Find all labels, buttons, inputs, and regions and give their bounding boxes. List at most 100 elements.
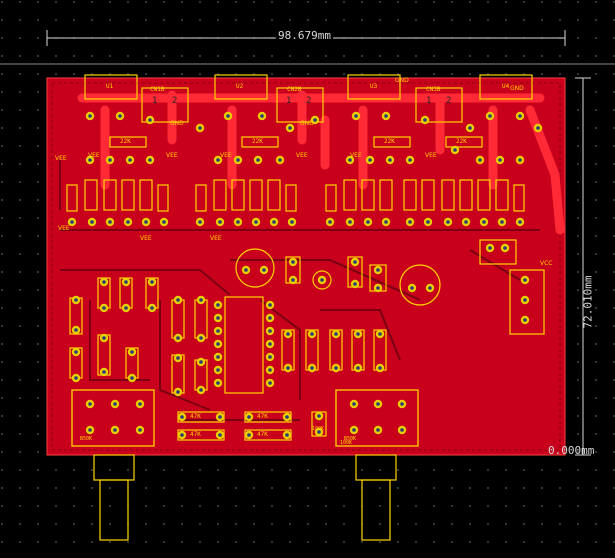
net-label: VCC (540, 260, 552, 267)
res-22k-1: 22K (120, 138, 131, 145)
pad-hole (236, 220, 240, 224)
pad-hole (199, 360, 203, 364)
pad-hole (199, 388, 203, 392)
pad-hole (74, 298, 78, 302)
pad-hole (216, 158, 220, 162)
net-label: VEE (210, 235, 222, 242)
potentiometer-left[interactable] (71, 389, 155, 541)
pad-hole (523, 318, 527, 322)
pad-hole (102, 306, 106, 310)
pad-hole (180, 415, 184, 419)
pad-hole (176, 356, 180, 360)
cn3-pin1: 1 (426, 96, 432, 106)
pad-hole (478, 158, 482, 162)
pad-hole (268, 368, 272, 372)
regulator-u3-label: U3 (370, 83, 378, 90)
pad-hole (428, 286, 432, 290)
pad-hole (260, 114, 264, 118)
pad-hole (162, 220, 166, 224)
pad-hole (286, 332, 290, 336)
pad-hole (74, 328, 78, 332)
res-47k-4: 47K (257, 431, 268, 438)
resistor-22k-bodies (109, 136, 483, 148)
pad-hole (272, 220, 276, 224)
copper-traces-top (77, 90, 565, 235)
pad-hole (348, 158, 352, 162)
regulator-u2-label: U2 (236, 83, 244, 90)
pad-hole (216, 368, 220, 372)
res-47k-1: 47K (190, 413, 201, 420)
net-label: GND (510, 85, 524, 92)
net-label: GND (170, 120, 184, 127)
pad-hole (150, 280, 154, 284)
pad-hole (262, 268, 266, 272)
pad-hole (334, 332, 338, 336)
res-47k-3: 47K (190, 431, 201, 438)
pad-hole (102, 370, 106, 374)
pad-hole (216, 355, 220, 359)
pad-hole (488, 246, 492, 250)
pad-hole (446, 220, 450, 224)
pad-hole (199, 298, 203, 302)
pad-hole (288, 126, 292, 130)
pad-hole (176, 336, 180, 340)
cn2-pin1: 1 (286, 96, 292, 106)
pad-hole (317, 430, 321, 434)
connector-cn3-label: CN3B (426, 86, 441, 93)
board-outline-inner (51, 82, 561, 451)
pad-hole (291, 278, 295, 282)
pad-hole (216, 342, 220, 346)
pad-hole (453, 148, 457, 152)
pad-hole (503, 246, 507, 250)
pad-hole (352, 402, 356, 406)
pad-hole (199, 336, 203, 340)
pad-hole (376, 268, 380, 272)
pad-hole (88, 114, 92, 118)
pad-hole (310, 332, 314, 336)
net-label: VEE (55, 155, 67, 162)
pad-hole (198, 126, 202, 130)
pad-hole (256, 158, 260, 162)
pad-hole (423, 118, 427, 122)
connector-cn1-label: CN1B (150, 86, 165, 93)
net-label: VEE (425, 152, 437, 159)
pad-hole (118, 114, 122, 118)
net-label: VEE (166, 152, 178, 159)
pad-hole (102, 280, 106, 284)
net-label: VEE (140, 235, 152, 242)
pad-hole (278, 158, 282, 162)
pad-hole (366, 220, 370, 224)
pad-hole (144, 220, 148, 224)
pad-hole (148, 118, 152, 122)
pad-hole (518, 158, 522, 162)
pads (67, 111, 543, 440)
pad-hole (90, 220, 94, 224)
pad-hole (388, 158, 392, 162)
pad-hole (150, 306, 154, 310)
pad-hole (498, 158, 502, 162)
res-47k-2: 47K (257, 413, 268, 420)
capacitor-circles (235, 248, 441, 306)
pad-hole (384, 114, 388, 118)
pad-hole (254, 220, 258, 224)
pad-hole (285, 433, 289, 437)
pad-hole (464, 220, 468, 224)
pad-hole (291, 260, 295, 264)
res-100k-2: 100K (340, 440, 353, 446)
dimension-height (575, 77, 591, 456)
pad-hole (354, 114, 358, 118)
net-label: GND (300, 120, 314, 127)
pad-hole (378, 366, 382, 370)
pad-hole (468, 126, 472, 130)
pad-hole (268, 355, 272, 359)
pad-hole (368, 158, 372, 162)
cn1-pin2: 2 (172, 96, 178, 106)
pad-hole (216, 381, 220, 385)
potentiometer-right[interactable] (335, 389, 419, 541)
pad-hole (536, 126, 540, 130)
pad-hole (410, 286, 414, 290)
pad-hole (108, 158, 112, 162)
pad-hole (352, 428, 356, 432)
